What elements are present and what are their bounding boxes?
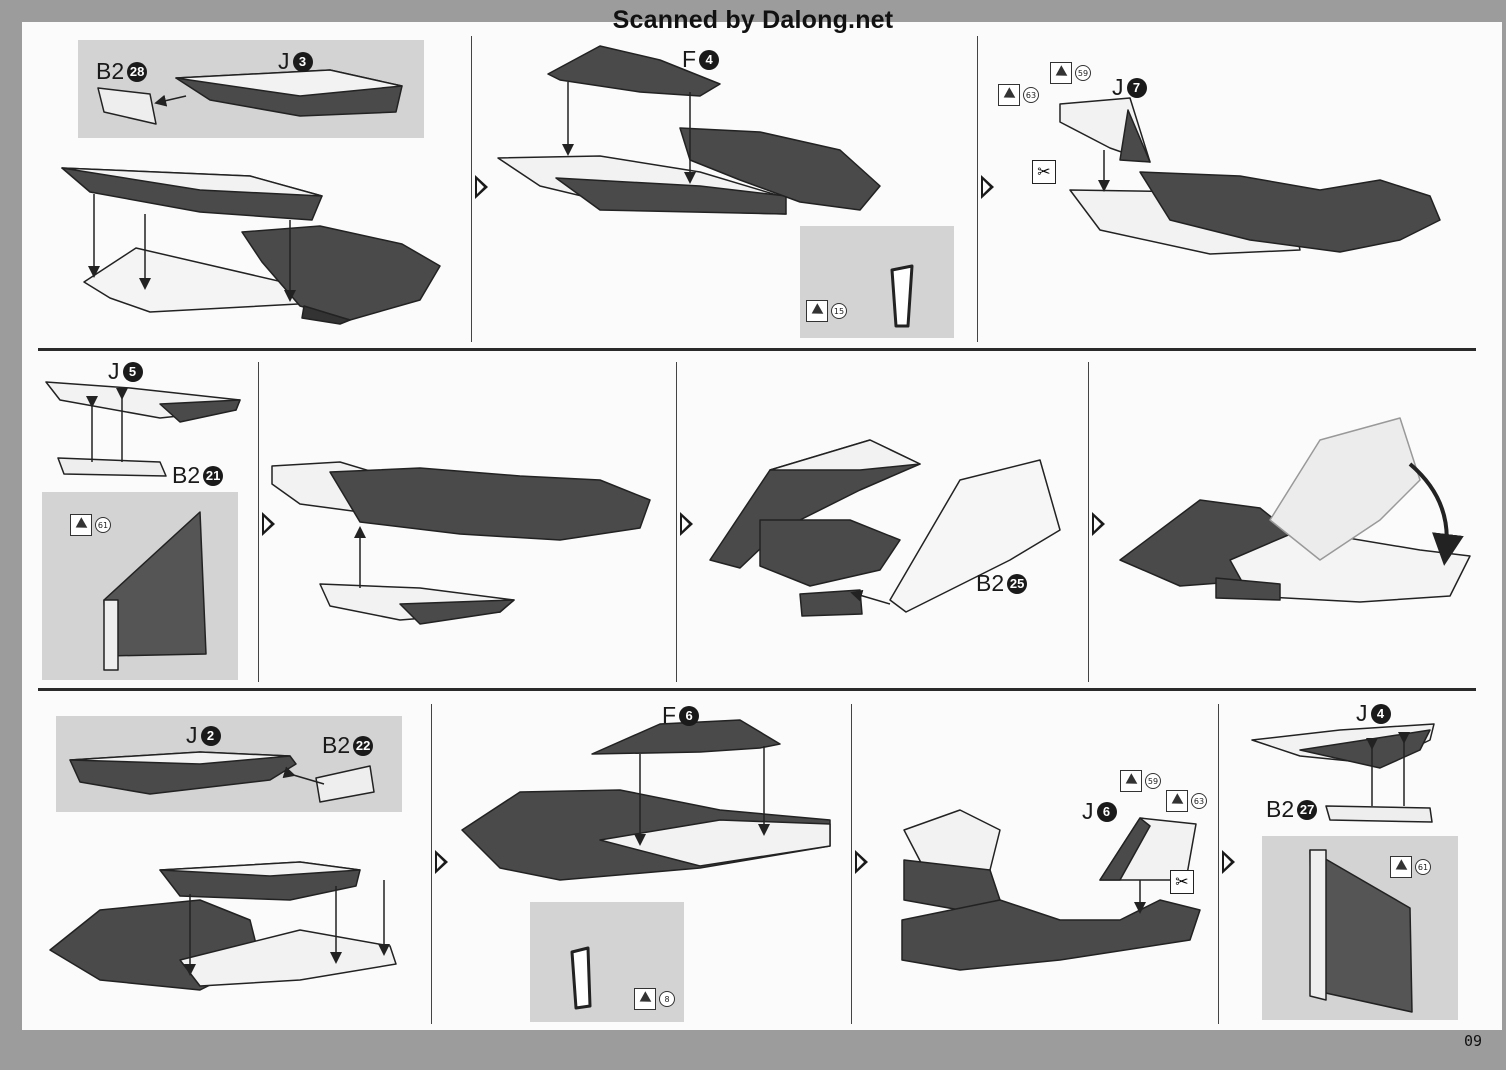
decal-number: 61	[95, 517, 111, 533]
part-label-text: J	[278, 48, 290, 74]
part-number-badge: 7	[1126, 77, 1147, 98]
decal-number: 59	[1075, 65, 1091, 81]
part-number-badge: 2	[200, 725, 221, 746]
step9-part-illustration	[461, 719, 831, 1010]
step5-part-illustration	[271, 461, 651, 625]
step1-part-illustration	[61, 69, 441, 325]
step-arrow-icon	[1092, 512, 1105, 536]
decal-number: 15	[831, 303, 847, 319]
detail-inset	[530, 902, 684, 1022]
part-number-badge: 22	[353, 735, 374, 756]
step-arrow-icon	[435, 850, 448, 874]
decal-icon	[70, 514, 92, 536]
decal-callout: 61	[1390, 856, 1431, 878]
decal-callout: 63	[1166, 790, 1207, 812]
col-divider	[851, 704, 852, 1024]
col-divider	[977, 36, 978, 342]
part-number-badge: 28	[127, 61, 148, 82]
part-label-text: B2	[322, 732, 351, 758]
step2-part-illustration	[497, 45, 914, 328]
part-number-badge: 6	[1096, 801, 1117, 822]
decal-callout: 63	[998, 84, 1039, 106]
part-label-text: B2	[1266, 796, 1295, 822]
step-arrow-icon	[475, 175, 488, 199]
decal-number: 63	[1191, 793, 1207, 809]
col-divider	[1218, 704, 1219, 1024]
step8-part-illustration	[49, 751, 397, 991]
decal-icon	[998, 84, 1020, 106]
part-label-text: B2	[172, 462, 201, 488]
decal-number: 8	[659, 991, 675, 1007]
col-divider	[1088, 362, 1089, 682]
watermark-text: Scanned by Dalong.net	[612, 6, 894, 34]
part-label-text: F	[682, 46, 697, 72]
part-number-badge: 4	[699, 49, 720, 70]
col-divider	[676, 362, 677, 682]
part-label-text: B2	[96, 58, 125, 84]
decal-icon	[1390, 856, 1412, 878]
row-divider-1	[38, 348, 1476, 351]
part-label-text: J	[1356, 700, 1368, 726]
cut-gate-icon: ✂	[1170, 870, 1194, 894]
step10-part-illustration	[901, 809, 1201, 971]
part-label-text: J	[108, 358, 120, 384]
page-number: 09	[1464, 1032, 1483, 1050]
col-divider	[258, 362, 259, 682]
part-number-badge: 27	[1297, 799, 1318, 820]
step11-part-illustration	[1251, 723, 1435, 1013]
part-label-text: B2	[976, 570, 1005, 596]
part-number-badge: 25	[1007, 573, 1028, 594]
step-arrow-icon	[981, 175, 994, 199]
decal-number: 59	[1145, 773, 1161, 789]
part-label-text: F	[662, 702, 677, 728]
row-divider-2	[38, 688, 1476, 691]
step-arrow-icon	[262, 512, 275, 536]
step-arrow-icon	[680, 512, 693, 536]
step7-part-illustration	[1119, 417, 1471, 603]
step4-part-illustration	[45, 381, 241, 671]
part-label-text: J	[1082, 798, 1094, 824]
decal-callout: 59	[1050, 62, 1091, 84]
part-number-badge: 5	[122, 361, 143, 382]
part-number-badge: 21	[203, 465, 224, 486]
col-divider	[431, 704, 432, 1024]
decal-icon	[1166, 790, 1188, 812]
decal-callout: 15	[806, 300, 847, 322]
part-number-badge: 3	[292, 51, 313, 72]
part-label-text: J	[186, 722, 198, 748]
step-arrow-icon	[855, 850, 868, 874]
col-divider	[471, 36, 472, 342]
decal-icon	[634, 988, 656, 1010]
step6-part-illustration	[709, 439, 1061, 617]
decal-number: 61	[1415, 859, 1431, 875]
decal-callout: 59	[1120, 770, 1161, 792]
part-number-badge: 4	[1370, 703, 1391, 724]
decal-icon	[806, 300, 828, 322]
decal-icon	[1120, 770, 1142, 792]
decal-icon	[1050, 62, 1072, 84]
step-arrow-icon	[1222, 850, 1235, 874]
part-number-badge: 6	[679, 705, 700, 726]
decal-callout: 61	[70, 514, 111, 536]
cut-gate-icon: ✂	[1032, 160, 1056, 184]
decal-callout: 8	[634, 988, 675, 1010]
part-label-text: J	[1112, 74, 1124, 100]
step3-part-illustration	[1059, 97, 1441, 255]
decal-number: 63	[1023, 87, 1039, 103]
